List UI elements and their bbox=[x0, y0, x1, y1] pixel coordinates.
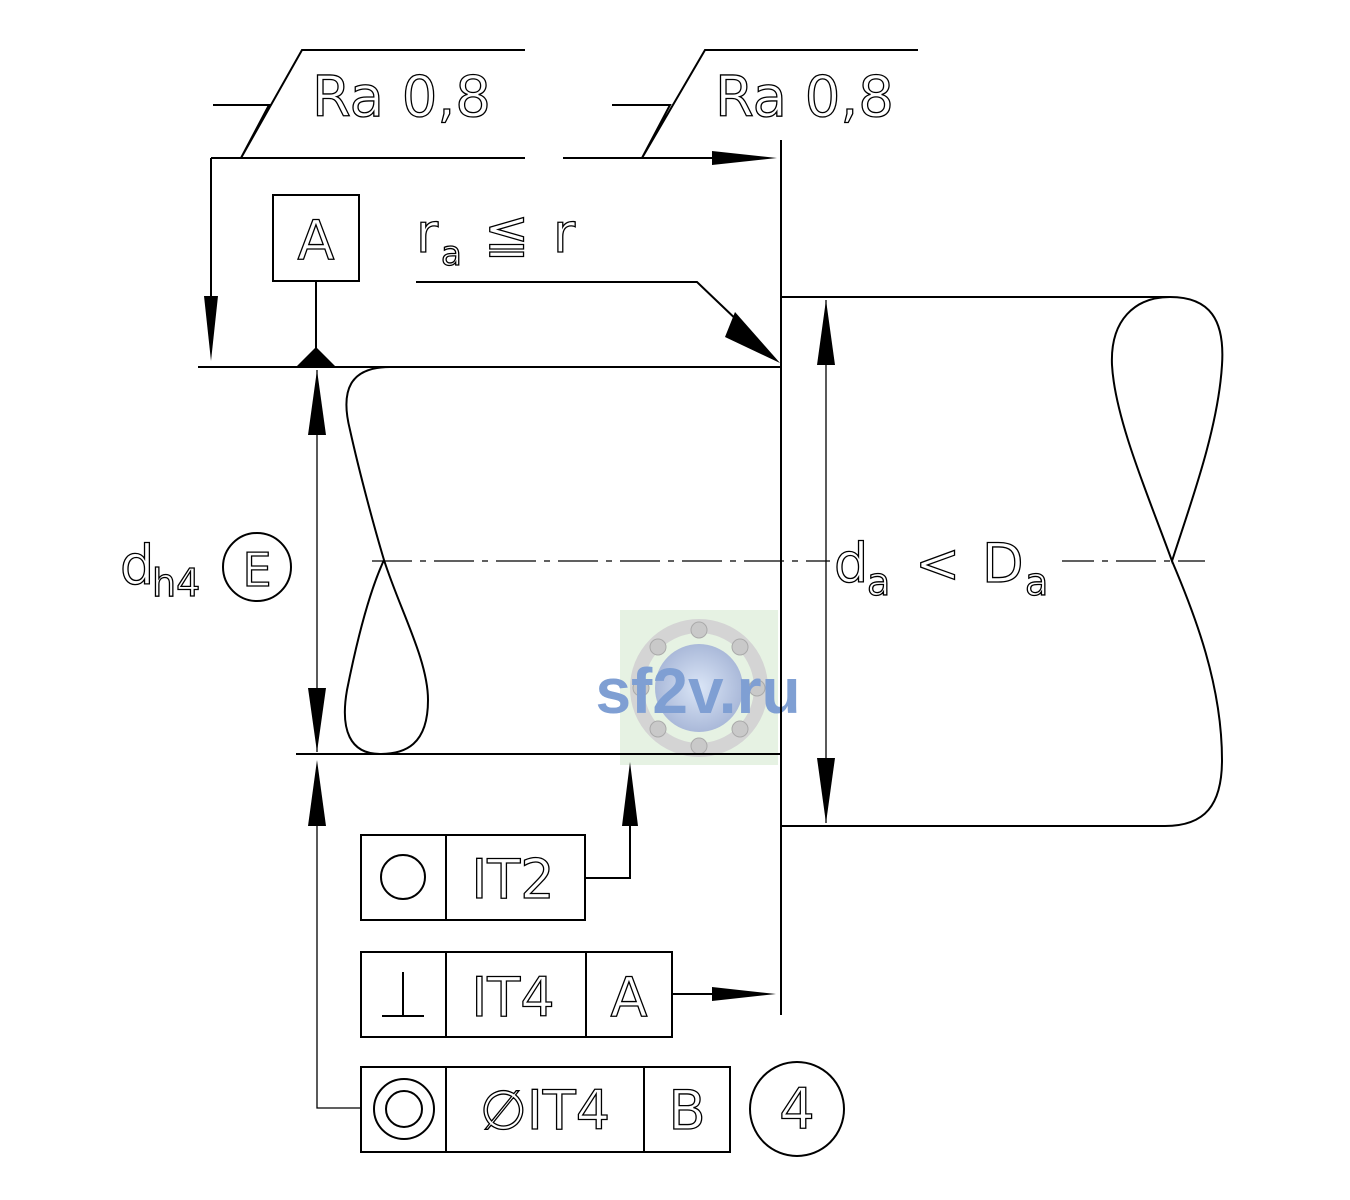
concentricity-icon bbox=[373, 1078, 435, 1140]
arrowhead-right-icon bbox=[712, 151, 777, 165]
watermark-balls bbox=[632, 621, 766, 755]
surface-finish-left: Ra 0,8 bbox=[213, 49, 525, 159]
tolerance-value-diameter-it4: ∅IT4 bbox=[480, 1079, 610, 1142]
shaft bbox=[198, 366, 781, 756]
shoulder-diameter-relation: < bbox=[915, 532, 960, 595]
envelope-modifier-circle bbox=[222, 532, 292, 602]
shoulder-break-lower bbox=[1164, 560, 1224, 827]
shaft-diameter-dimension: d h4 E bbox=[119, 370, 326, 752]
radius-note-relation: ≦ bbox=[484, 202, 529, 265]
arrowhead-right-icon bbox=[712, 987, 776, 1001]
radius-note-r: r bbox=[416, 202, 439, 265]
note-number: 4 bbox=[779, 1077, 815, 1142]
arrowhead-up-icon bbox=[308, 370, 326, 435]
envelope-modifier-letter: E bbox=[242, 543, 271, 597]
shoulder-diameter-d: d bbox=[834, 532, 868, 595]
tolerance-frame-circularity: IT2 bbox=[360, 762, 638, 921]
tolerance-frame-perpendicularity: IT4 A bbox=[360, 951, 776, 1038]
tolerance-frame-concentricity: ∅IT4 B bbox=[308, 760, 731, 1153]
shaft-diameter-d: d bbox=[120, 534, 154, 597]
label-mask bbox=[830, 528, 1062, 598]
shoulder-break-upper bbox=[1110, 296, 1224, 565]
surface-finish-right-label: Ra 0,8 bbox=[715, 65, 894, 130]
arrowhead-down-icon bbox=[308, 688, 326, 752]
surface-finish-left-label: Ra 0,8 bbox=[312, 65, 491, 130]
tolerance-value-it2: IT2 bbox=[471, 848, 554, 911]
arrowhead-up-icon bbox=[308, 760, 326, 826]
datum-a-letter: A bbox=[298, 209, 335, 272]
tolerance-datum-a: A bbox=[611, 966, 648, 1029]
watermark-bearing-hub bbox=[655, 644, 743, 732]
surface-finish-leaders bbox=[204, 151, 777, 361]
shoulder-diameter-D: D bbox=[982, 532, 1024, 595]
radius-leader bbox=[416, 281, 743, 326]
arrowhead-down-icon bbox=[817, 758, 835, 823]
arrowhead-up-icon bbox=[622, 762, 638, 826]
surface-finish-right: Ra 0,8 bbox=[612, 49, 918, 159]
radius-note-r-right: r bbox=[553, 202, 576, 265]
watermark: sf2v.ru bbox=[595, 610, 801, 765]
datum-a-frame bbox=[272, 194, 360, 282]
arrowhead-down-icon bbox=[204, 296, 218, 361]
datum-triangle-icon bbox=[296, 347, 336, 367]
circularity-icon bbox=[380, 854, 426, 900]
perpendicularity-icon bbox=[382, 972, 424, 1017]
datum-a: A bbox=[272, 194, 360, 367]
shaft-diameter-subscript: h4 bbox=[152, 561, 200, 605]
watermark-text: sf2v.ru bbox=[595, 655, 800, 727]
shoulder-diameter-d-subscript: a bbox=[867, 560, 890, 604]
note-number-balloon: 4 bbox=[749, 1061, 845, 1157]
shoulder-diameter-D-subscript: a bbox=[1025, 560, 1048, 604]
shoulder-diameter-dimension: d a < D a bbox=[817, 300, 1062, 823]
arrowhead-up-icon bbox=[817, 300, 835, 365]
tolerance-datum-b: B bbox=[668, 1079, 705, 1142]
arrowhead-diagonal-icon bbox=[725, 312, 780, 363]
radius-note: r a ≦ r bbox=[415, 201, 780, 363]
shaft-break-line bbox=[343, 366, 430, 756]
tolerance-value-it4: IT4 bbox=[471, 966, 554, 1029]
radius-note-subscript: a bbox=[441, 234, 462, 274]
shoulder-body bbox=[781, 296, 1224, 827]
